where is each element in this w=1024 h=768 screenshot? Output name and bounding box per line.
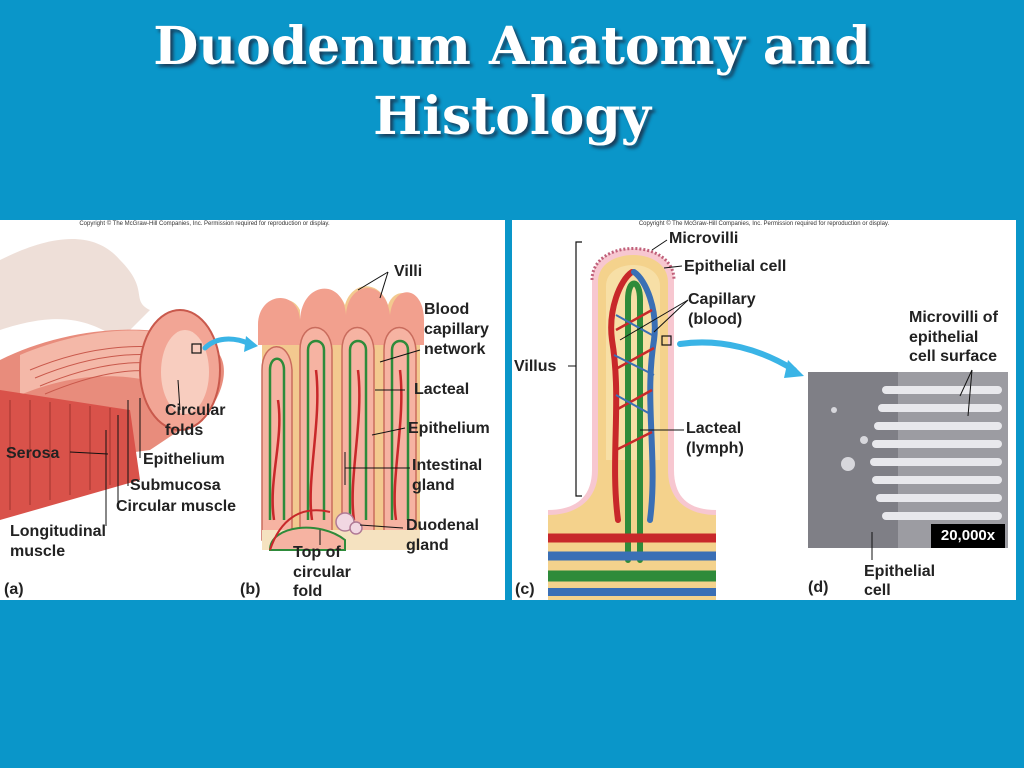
label-capillary-2: (blood)	[688, 311, 743, 328]
label-duodenal-gland-2: gland	[406, 537, 449, 554]
label-villi: Villi	[394, 263, 423, 280]
illustration-cd	[548, 239, 1008, 600]
micrograph-illustration	[808, 372, 1008, 548]
label-intestinal-gland-2: gland	[412, 477, 455, 494]
villi-section-illustration	[258, 286, 424, 551]
label-microvilli: Microvilli	[669, 230, 739, 247]
panel-tag-c: (c)	[515, 581, 535, 598]
label-submucosa: Submucosa	[130, 477, 221, 494]
slide-title: Duodenum Anatomy and Histology	[0, 12, 1024, 152]
title-line-1: Duodenum Anatomy and	[153, 16, 871, 77]
panel-tag-b: (b)	[240, 581, 261, 598]
label-top-of-fold-1: Top of	[293, 544, 341, 561]
label-villus: Villus	[514, 358, 557, 375]
label-capillary-1: Capillary	[688, 291, 756, 308]
label-epithelial-cell-c: Epithelial cell	[684, 258, 787, 275]
label-longitudinal-muscle-1: Longitudinal	[10, 523, 106, 540]
leader-lines-cd	[568, 239, 973, 560]
label-top-of-fold-3: fold	[293, 583, 323, 600]
zoom-arrow-cd	[677, 339, 797, 373]
copyright-notice-left: Copyright © The McGraw-Hill Companies, I…	[79, 221, 330, 227]
label-microvilli-surface-3: cell surface	[909, 348, 998, 365]
panel-tag-a: (a)	[4, 581, 24, 598]
label-lacteal-c-1: Lacteal	[686, 420, 742, 437]
villus-illustration	[548, 247, 716, 600]
label-blood-capillary-2: capillary	[424, 321, 489, 338]
label-longitudinal-muscle-2: muscle	[10, 543, 66, 560]
label-serosa: Serosa	[6, 445, 60, 462]
illustration-ab	[0, 239, 424, 551]
figure-panel-ab: Copyright © The McGraw-Hill Companies, I…	[0, 220, 505, 600]
label-epithelium-a: Epithelium	[143, 451, 225, 468]
label-lacteal-b: Lacteal	[414, 381, 470, 398]
label-epithelium-b: Epithelium	[408, 420, 490, 437]
label-circular-folds-2: folds	[165, 422, 204, 439]
intestine-tube-illustration	[0, 239, 224, 520]
label-microvilli-surface-2: epithelial	[909, 329, 979, 346]
label-blood-capillary-3: network	[424, 341, 486, 358]
label-microvilli-surface-1: Microvilli of	[909, 309, 998, 326]
villus-bracket	[575, 241, 582, 497]
label-intestinal-gland-1: Intestinal	[412, 457, 483, 474]
label-circular-folds-1: Circular	[165, 402, 226, 419]
label-duodenal-gland-1: Duodenal	[406, 517, 479, 534]
label-lacteal-c-2: (lymph)	[686, 440, 744, 457]
title-line-2: Histology	[373, 86, 651, 147]
label-circular-muscle: Circular muscle	[116, 498, 237, 515]
label-blood-capillary-1: Blood	[424, 301, 470, 318]
label-top-of-fold-2: circular	[293, 564, 351, 581]
label-epithelial-cell-d-1: Epithelial	[864, 563, 936, 580]
copyright-notice-right: Copyright © The McGraw-Hill Companies, I…	[638, 221, 890, 227]
magnification-badge: 20,000x	[931, 524, 1005, 548]
panel-tag-d: (d)	[808, 579, 829, 596]
label-epithelial-cell-d-2: cell	[864, 582, 891, 599]
leader-lines-ab	[69, 271, 421, 545]
figure-panel-cd: Copyright © The McGraw-Hill Companies, I…	[512, 220, 1016, 600]
